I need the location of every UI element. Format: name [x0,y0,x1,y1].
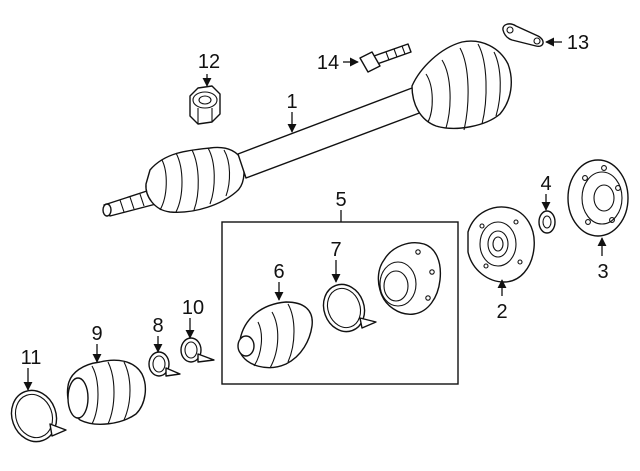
outer-boot [66,359,147,425]
callout-6: 6 [273,261,284,283]
axle-nut [189,85,221,125]
callout-7: 7 [330,239,341,261]
washer [538,210,556,234]
callout-2: 2 [496,301,507,323]
axle-shaft-assembly [102,40,512,217]
callout-5: 5 [335,189,346,211]
kit-boot [237,301,313,369]
callout-14: 14 [317,52,339,74]
repair-kit-box [221,221,459,385]
callout-11: 11 [21,347,42,369]
callout-8: 8 [152,315,163,337]
leader-lines [23,37,607,391]
small-clamp-2 [180,337,215,363]
callout-4: 4 [540,173,551,195]
callout-1: 1 [286,91,297,113]
kit-clamp [322,283,377,333]
callout-10: 10 [182,297,204,319]
bracket-plate [502,23,544,48]
callout-9: 9 [91,323,102,345]
flex-disc [567,159,629,237]
large-clamp [10,389,67,443]
kit-cv-joint [377,242,442,315]
bolt [359,43,412,73]
callout-12: 12 [198,51,220,73]
small-clamp [148,351,181,377]
callout-numbers: 1 2 3 4 5 6 7 8 9 10 11 12 13 14 [21,32,609,369]
callout-3: 3 [597,261,608,283]
flange [467,206,535,283]
callout-13: 13 [567,32,589,54]
